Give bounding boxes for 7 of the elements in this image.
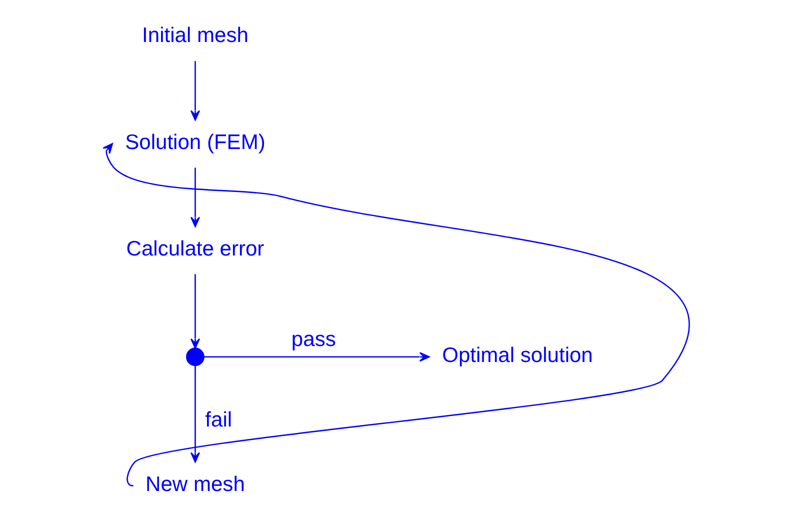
edge-label: fail	[205, 408, 232, 432]
node-text: New mesh	[146, 472, 245, 496]
node-text: Solution (FEM)	[125, 130, 266, 154]
node-text: Calculate error	[126, 237, 264, 260]
edge-label: pass	[291, 328, 336, 352]
node-text: Initial mesh	[142, 24, 248, 48]
node-text: Optimal solution	[442, 344, 593, 367]
